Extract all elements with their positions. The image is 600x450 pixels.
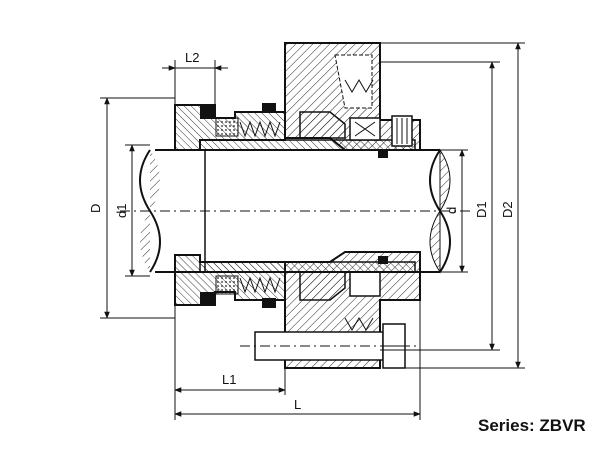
o-rings bbox=[200, 103, 388, 308]
series-label: Series: ZBVR bbox=[478, 416, 586, 435]
dim-label-d1: d1 bbox=[114, 204, 129, 218]
set-screw bbox=[391, 115, 413, 147]
dim-label-D2: D2 bbox=[500, 201, 515, 218]
gland-bolt bbox=[240, 323, 420, 369]
dim-label-L: L bbox=[294, 397, 301, 412]
dim-label-D1: D1 bbox=[474, 201, 489, 218]
dim-label-L2: L2 bbox=[185, 50, 199, 65]
seal-faces bbox=[299, 111, 381, 301]
dim-label-L1: L1 bbox=[222, 372, 236, 387]
dim-label-D: D bbox=[88, 204, 103, 213]
dim-label-d: d bbox=[444, 207, 459, 214]
packing-ring bbox=[215, 117, 239, 295]
shaft bbox=[139, 148, 451, 274]
dimension-lines bbox=[100, 42, 525, 420]
spring bbox=[239, 79, 374, 331]
